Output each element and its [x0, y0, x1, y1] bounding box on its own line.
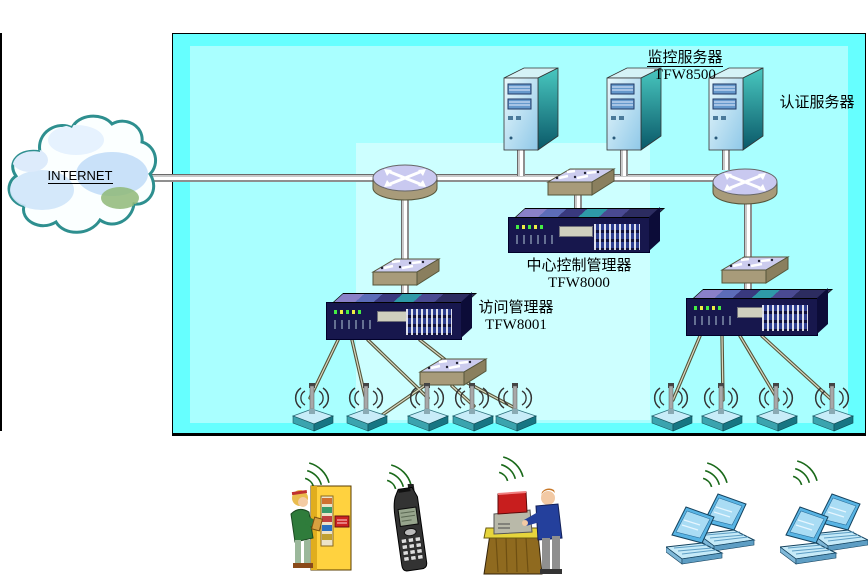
access-manager-right [686, 288, 834, 336]
device-top-face [332, 293, 478, 303]
access-point [492, 374, 540, 436]
switch-top [546, 164, 616, 202]
left-border-line [0, 33, 2, 431]
device-top-face [692, 289, 834, 299]
status-leds [694, 306, 724, 310]
monitor-server-2 [605, 64, 663, 156]
access-point [289, 374, 337, 436]
access-manager-left [326, 292, 478, 340]
wireless-waves-icon [790, 448, 838, 492]
access-point [449, 374, 497, 436]
edge-router-left [370, 158, 440, 210]
monitor-server-label: 监控服务器 TFW8500 [647, 48, 723, 83]
device-top-face [514, 208, 666, 218]
central-manager-label: 中心控制管理器 TFW8000 [526, 256, 632, 292]
auth-server [707, 64, 765, 156]
wireless-waves-icon [496, 444, 544, 488]
laptop-pair-illustration [664, 488, 758, 570]
access-point [698, 374, 746, 436]
central-control-manager [508, 207, 666, 253]
wireless-waves-icon [700, 450, 748, 494]
switch-bottom [418, 354, 488, 392]
switch-left [371, 254, 441, 292]
kiosk-user-illustration [283, 482, 355, 576]
edge-router-right [710, 162, 780, 214]
access-point [343, 374, 391, 436]
front-detail [334, 320, 372, 329]
status-leds [516, 225, 546, 229]
access-point [753, 374, 801, 436]
server2-pipe [620, 148, 628, 176]
server3-pipe [722, 146, 730, 170]
handheld-terminal-illustration [384, 483, 438, 576]
port-modules [406, 309, 452, 335]
pos-operator-illustration [478, 484, 570, 576]
switch-right [720, 252, 790, 290]
front-detail [516, 235, 554, 244]
switch-top-downlink [574, 190, 582, 214]
device-display [559, 226, 593, 237]
internet-cloud [7, 114, 158, 234]
wireless-waves-icon [384, 452, 432, 496]
monitor-server-1 [502, 64, 560, 156]
port-modules [762, 305, 808, 331]
auth-server-label: 认证服务器 [779, 93, 855, 111]
backbone-pipe [146, 174, 750, 182]
laptop-pair-illustration [778, 488, 868, 570]
access-point [809, 374, 857, 436]
access-point [404, 374, 452, 436]
router-left-downlink [401, 196, 409, 260]
access-point [648, 374, 696, 436]
server1-pipe [517, 148, 525, 176]
access-manager-label: 访问管理器 TFW8001 [478, 298, 554, 334]
router-right-downlink [744, 198, 752, 294]
port-modules [594, 224, 640, 250]
internet-label: INTERNET [47, 168, 113, 184]
status-leds [334, 310, 364, 314]
front-detail [694, 316, 732, 325]
switch-left-downlink [401, 281, 409, 301]
